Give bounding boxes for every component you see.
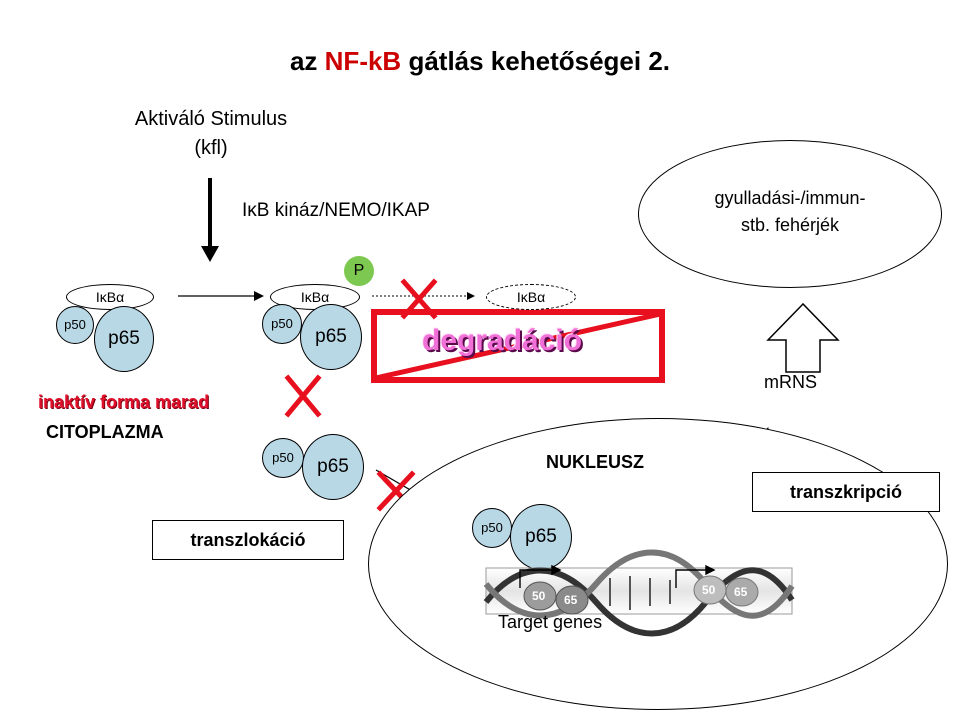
ikb-i: I [516,289,521,305]
degradation-label: degradáció [422,324,583,357]
ikb-alpha-1: IκBα [66,284,154,310]
stimulus-line2: (kfl) [194,137,228,159]
stimulus-arrow-head [201,246,219,262]
block-x-degradation [400,278,438,320]
translocation-box: transzlokáció [152,520,344,560]
ikb-alpha-degraded: IκBα [486,284,576,310]
proteins-label: gyulladási-/immun- stb. fehérjék [640,188,940,236]
ikb-kappa: κ [304,289,312,305]
phospho-p: P [344,256,374,286]
ikb-b: B [106,289,117,305]
page-title: az NF-kB gátlás kehetőségei 2. [0,46,960,77]
ikb-b: B [527,289,538,305]
stimulus-label: Aktiváló Stimulus (kfl) [96,108,326,160]
ikb-alpha: α [537,289,546,305]
p50-1: p50 [56,306,94,344]
p65-2: p65 [300,304,362,370]
dna-label-50a: 50 [532,589,546,603]
inactive-note: inaktív forma marad [38,392,210,412]
stimulus-line1: Aktiváló Stimulus [134,108,288,130]
dna-label-50b: 50 [702,583,716,597]
ikb-kappa: κ [99,289,107,305]
nucleus-label: NUKLEUSZ [546,452,644,472]
title-prefix: az [289,46,325,76]
kinase-i: I [242,200,248,221]
p65-1: p65 [94,306,154,372]
ikb-i: I [300,289,305,305]
kinase-suffix: B kináz/NEMO/IKAP [256,200,430,221]
degradation-block-box [371,309,665,383]
kinase-label: IκB kináz/NEMO/IKAP [242,200,430,222]
nucleus-oval [368,418,948,710]
ikb-alpha: α [321,289,330,305]
dna-label-65a: 65 [564,593,578,607]
proteins-line2: stb. fehérjék [740,215,840,235]
p65-free: p65 [302,434,364,500]
target-genes-label: Target genes [498,612,603,632]
p65-nucleus: p65 [510,504,572,570]
degradation-block-slash [375,311,661,381]
block-x-release [284,374,322,418]
kinase-kappa: κ [247,200,257,221]
ikb-i: I [95,289,100,305]
translation-arrow [766,302,840,373]
title-highlight: NF-kB [324,46,402,76]
ikb-b: B [311,289,322,305]
transcription-box: transzkripció [752,472,940,512]
ikb-kappa: κ [520,289,528,305]
mrna-label: mRNS [764,372,817,392]
dna-label-65b: 65 [734,585,748,599]
proteins-oval [638,140,942,288]
title-suffix: gátlás kehetőségei 2. [401,46,671,76]
proteins-line1: gyulladási-/immun- [714,188,866,208]
cytoplasm-label: CITOPLAZMA [46,422,164,442]
ikb-alpha: α [116,289,125,305]
